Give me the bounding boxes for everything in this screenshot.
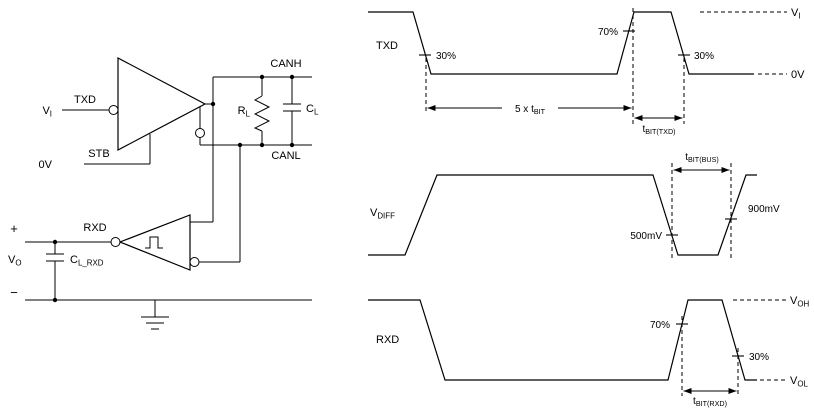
rxd-waveform: RXD VOH VOL 70% 30% tBIT(RXD) bbox=[368, 295, 809, 408]
zero-level-label: 0V bbox=[791, 69, 805, 81]
receiver-symbol bbox=[110, 214, 200, 271]
vdiff-wave-label: VDIFF bbox=[370, 207, 395, 221]
minus-polarity-mark: − bbox=[10, 285, 18, 300]
txd-pin-label: TXD bbox=[74, 94, 96, 106]
plus-polarity-mark: + bbox=[10, 221, 18, 236]
canl-bubble bbox=[195, 128, 205, 138]
ground-icon bbox=[141, 300, 169, 330]
txd-70pct-label: 70% bbox=[598, 27, 618, 38]
canl-label: CANL bbox=[271, 150, 300, 162]
vdiff-900mv-label: 900mV bbox=[748, 204, 780, 215]
stb-level-label: 0V bbox=[39, 159, 53, 171]
tbit-txd-label: tBIT(TXD) bbox=[642, 124, 675, 136]
txd-terminal-circle bbox=[108, 105, 119, 115]
driver-symbol bbox=[108, 57, 207, 151]
five-tbit-dimension: 5 x tBIT bbox=[427, 104, 632, 116]
cl-capacitor bbox=[283, 77, 301, 145]
rl-label: RL bbox=[238, 105, 251, 119]
vi-level-label: VI bbox=[791, 7, 801, 21]
junction-dots bbox=[52, 74, 295, 303]
voh-level-label: VOH bbox=[790, 295, 809, 309]
txd-waveform: TXD VI 0V 30% 70% 30% 5 x tBIT tBIT(TXD) bbox=[368, 7, 805, 136]
rxd-wave-label: RXD bbox=[376, 334, 399, 346]
rxd-70pct-label: 70% bbox=[650, 320, 670, 331]
txd-30pct-label-2: 30% bbox=[694, 51, 714, 62]
txd-trace bbox=[368, 11, 754, 75]
receiver-input-bubble bbox=[189, 257, 200, 267]
rxd-30pct-label: 30% bbox=[749, 352, 769, 363]
cl-rxd-capacitor bbox=[46, 253, 64, 262]
tbit-rxd-dimension: tBIT(RXD) bbox=[683, 388, 737, 408]
rl-resistor bbox=[253, 77, 271, 145]
txd-30pct-label-1: 30% bbox=[436, 51, 456, 62]
tbit-bus-dimension: tBIT(BUS) bbox=[673, 152, 730, 173]
hysteresis-icon bbox=[145, 236, 163, 249]
canh-label: CANH bbox=[270, 58, 301, 70]
cl-label: CL bbox=[306, 103, 319, 117]
txd-wave-label: TXD bbox=[376, 40, 398, 52]
five-tbit-label: 5 x tBIT bbox=[515, 104, 546, 116]
stb-pin-label: STB bbox=[88, 148, 109, 160]
tbit-txd-dimension: tBIT(TXD) bbox=[634, 115, 683, 136]
vi-input-label: VI bbox=[42, 105, 52, 119]
vo-label: VO bbox=[8, 254, 22, 268]
tbit-rxd-label: tBIT(RXD) bbox=[693, 396, 727, 408]
cl-rxd-label: CL_RXD bbox=[70, 254, 104, 268]
rxd-pin-label: RXD bbox=[83, 222, 106, 234]
vol-level-label: VOL bbox=[790, 375, 808, 389]
rxd-trace bbox=[368, 299, 757, 381]
rxd-terminal-circle bbox=[110, 237, 121, 247]
tbit-bus-label: tBIT(BUS) bbox=[685, 152, 719, 164]
vdiff-waveform: VDIFF 500mV 900mV tBIT(BUS) bbox=[368, 152, 780, 258]
vdiff-500mv-label: 500mV bbox=[630, 231, 662, 242]
vdiff-trace bbox=[368, 174, 757, 256]
test-circuit: VI TXD 0V STB CANH CANL RL CL RXD + VO −… bbox=[8, 57, 319, 330]
